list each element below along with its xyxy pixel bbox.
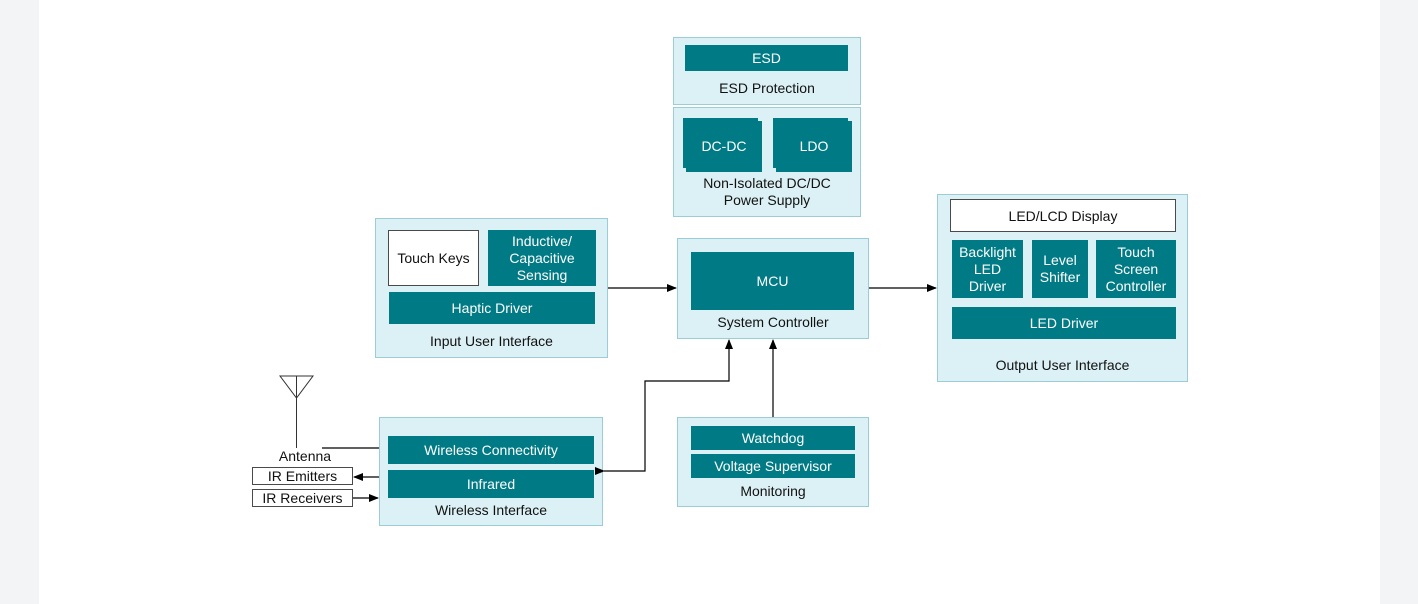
dcdc-block: DC-DC [686,121,762,172]
led-driver-block: LED Driver [952,307,1176,339]
input-user-interface-caption: Input User Interface [430,333,553,349]
esd-protection-caption: ESD Protection [719,80,815,96]
haptic-driver-block: Haptic Driver [389,292,595,324]
wireless-interface-caption: Wireless Interface [434,502,548,518]
touch-screen-controller-block: Touch Screen Controller [1096,240,1176,298]
power-supply-caption: Non-Isolated DC/DC Power Supply [703,175,831,208]
esd-block: ESD [685,45,848,71]
monitoring-caption: Monitoring [740,483,806,499]
system-controller-caption: System Controller [717,314,829,330]
touch-keys-block: Touch Keys [388,230,479,286]
ldo-block: LDO [776,121,852,172]
wireless-mcu-bidirectional-arrow [595,339,733,475]
output-user-interface-caption: Output User Interface [995,357,1130,373]
ir-receivers-box: IR Receivers [252,489,353,507]
inductive-capacitive-sensing-block: Inductive/ Capacitive Sensing [488,230,596,286]
led-lcd-display-block: LED/LCD Display [950,199,1176,232]
infrared-block: Infrared [388,470,594,498]
wireless-connectivity-block: Wireless Connectivity [388,436,594,464]
backlight-led-driver-block: Backlight LED Driver [952,240,1023,298]
mcu-block: MCU [691,252,854,310]
ir-emitters-box: IR Emitters [252,467,353,485]
antenna-label: Antenna [278,448,332,464]
level-shifter-block: Level Shifter [1032,240,1088,298]
